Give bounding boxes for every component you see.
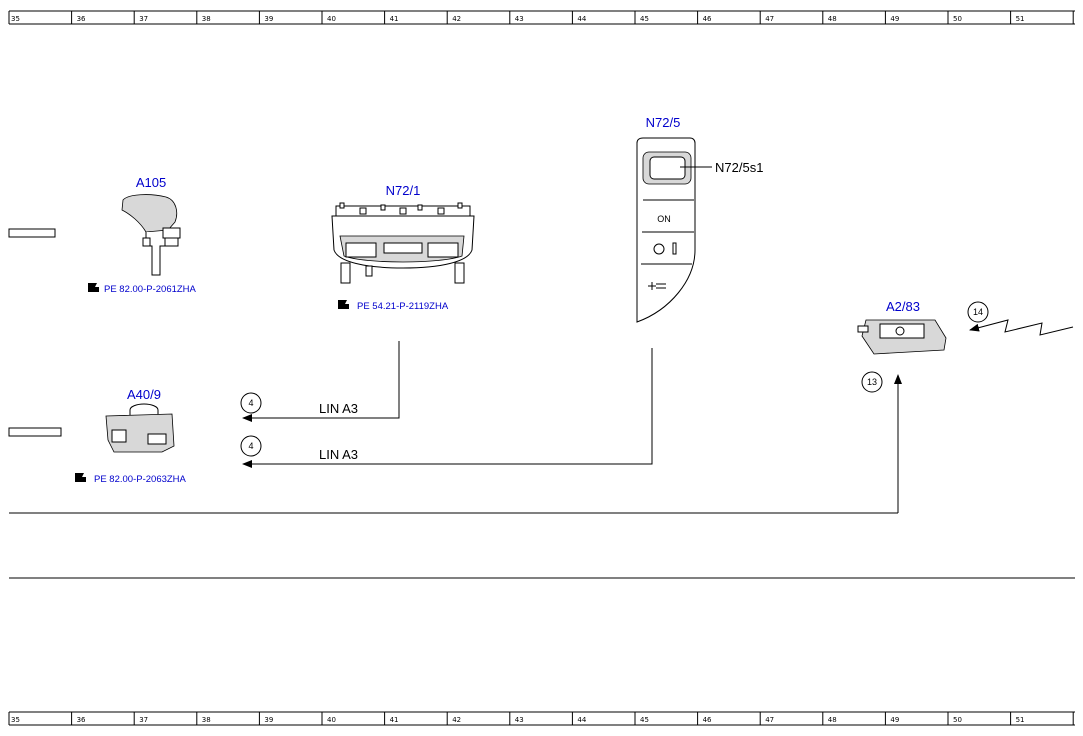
ruler-number: 49 <box>890 716 899 724</box>
marker-4-lower: 4 <box>240 435 262 457</box>
lin-wire-upper: LIN A3 <box>242 341 400 422</box>
a105-ref: PE 82.00-P-2061ZHA <box>104 284 197 295</box>
ruler-number: 46 <box>703 15 712 23</box>
n72-1-ref: PE 54.21-P-2119ZHA <box>357 301 449 312</box>
ruler-number: 41 <box>390 15 399 23</box>
ruler-number: 44 <box>577 716 586 724</box>
a40-9-ref: PE 82.00-P-2063ZHA <box>94 474 187 485</box>
ruler-number: 40 <box>327 15 336 23</box>
resume-icon <box>653 243 665 255</box>
reference-hand-icon <box>75 473 86 482</box>
lin-a3-label-lower: LIN A3 <box>319 447 358 462</box>
ruler-number: 42 <box>452 15 461 23</box>
ruler-number: 47 <box>765 15 774 23</box>
n72-5-label: N72/5 <box>646 115 681 130</box>
ruler-number: 36 <box>77 716 86 724</box>
a105-component: A105 PE 82.00-P-2061ZHA <box>88 175 197 295</box>
lin-wire-lower: LIN A3 <box>242 348 653 468</box>
svg-text:14: 14 <box>973 307 983 317</box>
a2-83-component: A2/83 <box>857 299 947 355</box>
ruler-number: 42 <box>452 716 461 724</box>
n72-1-component: N72/1 PE 54.21-P-2119ZHA <box>331 183 475 312</box>
n72-5s1-callout: N72/5s1 <box>715 160 763 175</box>
ruler-number: 37 <box>139 716 148 724</box>
reference-hand-icon <box>88 283 99 292</box>
a40-9-label: A40/9 <box>127 387 161 402</box>
left-stub-upper <box>8 228 56 238</box>
ruler-number: 51 <box>1016 15 1025 23</box>
a105-label: A105 <box>136 175 166 190</box>
wireless-link <box>969 319 1074 336</box>
ruler-number: 37 <box>139 15 148 23</box>
ruler-number: 38 <box>202 716 211 724</box>
ruler-number: 47 <box>765 716 774 724</box>
ruler-number: 46 <box>703 716 712 724</box>
shift-knob-icon <box>121 194 178 233</box>
ruler-number: 48 <box>828 15 837 23</box>
ruler-number: 51 <box>1016 716 1025 724</box>
ruler-number: 45 <box>640 15 649 23</box>
distance-icon <box>648 282 666 290</box>
marker-13: 13 <box>861 371 883 393</box>
ruler-number: 40 <box>327 716 336 724</box>
ruler-number: 35 <box>11 15 20 23</box>
ruler-number: 43 <box>515 716 524 724</box>
ruler-number: 43 <box>515 15 524 23</box>
marker-4-upper: 4 <box>240 392 262 414</box>
reference-hand-icon <box>338 300 349 309</box>
left-stub-lower <box>8 427 62 437</box>
ruler-number: 50 <box>953 15 962 23</box>
svg-text:4: 4 <box>248 441 253 451</box>
ruler-number: 48 <box>828 716 837 724</box>
ruler-number: 35 <box>11 716 20 724</box>
bottom-ruler: 35 36 37 38 39 40 41 42 43 44 45 46 47 48 49 50 51 <box>8 711 1075 726</box>
svg-text:13: 13 <box>867 377 877 387</box>
a2-83-label: A2/83 <box>886 299 920 314</box>
ruler-number: 45 <box>640 716 649 724</box>
n72-1-label: N72/1 <box>386 183 421 198</box>
svg-text:4: 4 <box>248 398 253 408</box>
ruler-number: 49 <box>890 15 899 23</box>
ruler-number: 38 <box>202 15 211 23</box>
ruler-number: 39 <box>264 15 273 23</box>
ruler-number: 44 <box>577 15 586 23</box>
on-button-label: ON <box>657 214 671 224</box>
ruler-number: 41 <box>390 716 399 724</box>
ruler-number: 39 <box>264 716 273 724</box>
marker-14: 14 <box>967 301 989 323</box>
n72-5-component: N72/5 ON N72/5s1 <box>636 115 763 323</box>
lin-a3-label-upper: LIN A3 <box>319 401 358 416</box>
ruler-number: 50 <box>953 716 962 724</box>
a40-9-component: A40/9 PE 82.00-P-2063ZHA <box>75 387 187 485</box>
ruler-number: 36 <box>77 15 86 23</box>
top-ruler: 35 36 37 38 39 40 41 42 43 44 45 46 47 48 49 50 51 <box>8 10 1075 25</box>
